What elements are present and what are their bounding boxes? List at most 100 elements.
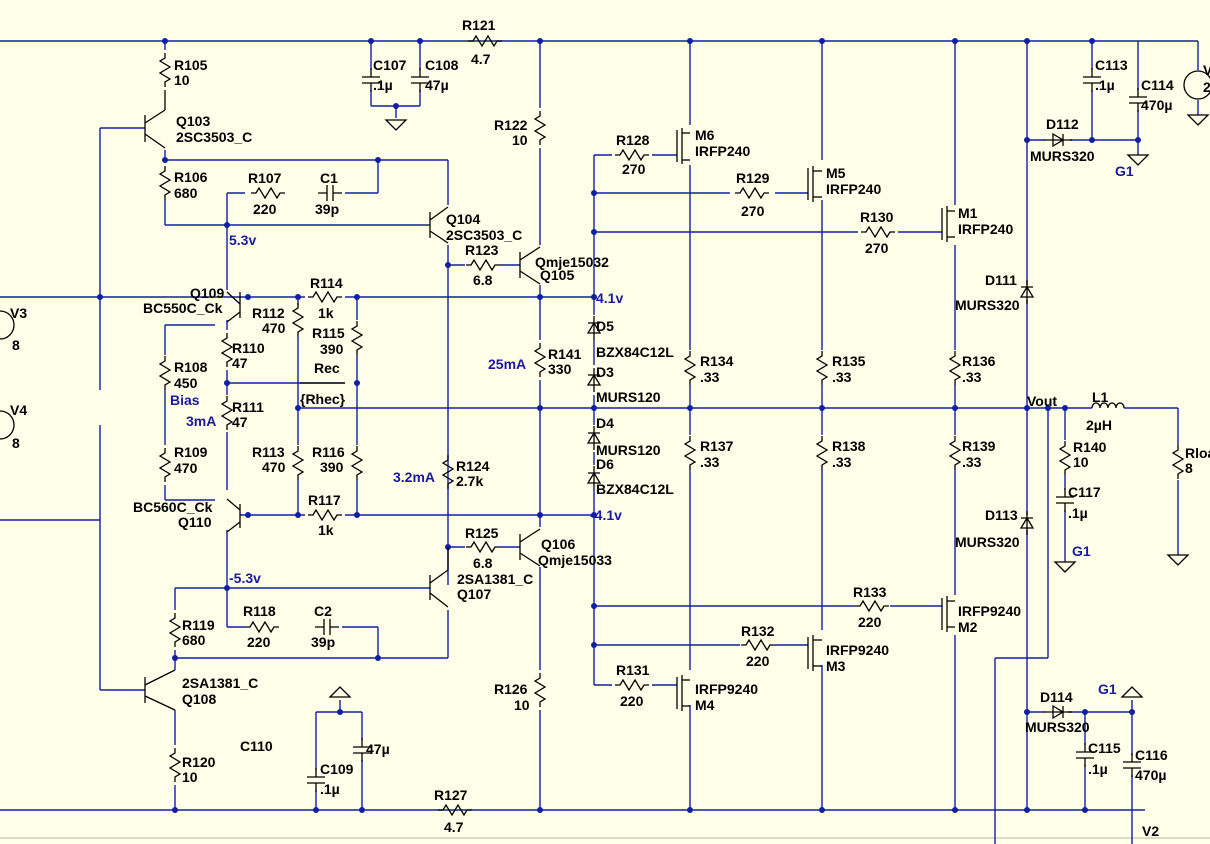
label-c117-value: .1µ	[1068, 505, 1088, 521]
resistor-r125[interactable]	[465, 541, 501, 553]
resistor-r131[interactable]	[614, 679, 650, 691]
resistor-r123[interactable]	[465, 259, 501, 271]
label-r127-ref: R127	[434, 787, 468, 803]
label-r130-value: 270	[865, 240, 889, 256]
label-r133-ref: R133	[853, 584, 887, 600]
transistor-q110[interactable]	[226, 498, 241, 533]
label-c110-value: 47µ	[366, 741, 390, 757]
label-q105-ref: Q105	[540, 267, 574, 283]
resistor-r135[interactable]	[816, 350, 828, 386]
label-r133-value: 220	[858, 614, 882, 630]
resistor-r109[interactable]	[159, 447, 171, 483]
resistor-r136[interactable]	[949, 350, 961, 386]
label-q103-value: 2SC3503_C	[176, 129, 252, 145]
resistor-r129[interactable]	[734, 187, 770, 199]
label-r111-value: 47	[232, 414, 248, 430]
resistor-r127[interactable]	[437, 804, 473, 816]
transistor-q103[interactable]	[144, 90, 166, 149]
resistor-r113[interactable]	[292, 445, 304, 481]
diode-d112[interactable]	[1043, 133, 1073, 147]
transistor-q107[interactable]	[429, 547, 449, 608]
resistor-rload[interactable]	[1172, 444, 1184, 480]
resistor-r107[interactable]	[250, 187, 286, 199]
resistor-r110[interactable]	[221, 332, 233, 368]
label-r113-ref: R113	[252, 444, 285, 460]
label-q107-ref: Q107	[457, 586, 491, 602]
mosfet-m4[interactable]	[676, 675, 690, 711]
resistor-r139[interactable]	[949, 435, 961, 471]
resistor-r133[interactable]	[854, 600, 890, 612]
label-r139-value: .33	[962, 454, 982, 470]
transistor-q108[interactable]	[144, 669, 176, 711]
resistor-r120[interactable]	[169, 747, 181, 783]
mosfet-m3[interactable]	[807, 635, 822, 671]
resistor-r128[interactable]	[614, 149, 650, 161]
voltage-source-v3[interactable]	[0, 310, 15, 340]
net-label-neg-4v1: -4.1v	[590, 507, 622, 523]
label-c116-ref: C116	[1135, 747, 1168, 763]
resistor-r140[interactable]	[1059, 440, 1071, 476]
label-r137-ref: R137	[700, 438, 734, 454]
resistor-r138[interactable]	[816, 435, 828, 471]
label-r137-value: .33	[700, 454, 720, 470]
resistor-r115[interactable]	[351, 320, 363, 356]
label-v4-ref: V4	[10, 402, 27, 418]
resistor-r114[interactable]	[307, 291, 343, 303]
label-r109-ref: R109	[174, 444, 208, 460]
label-q103-ref: Q103	[176, 113, 210, 129]
resistor-r106[interactable]	[159, 165, 171, 201]
label-r132-ref: R132	[741, 623, 775, 639]
ground-symbol	[1054, 561, 1076, 573]
mosfet-m2[interactable]	[941, 596, 955, 632]
transistor-q109[interactable]	[226, 291, 241, 323]
capacitor-c1[interactable]	[317, 184, 343, 202]
resistor-r124[interactable]	[442, 454, 454, 490]
label-r122-value: 10	[512, 132, 528, 148]
resistor-r112[interactable]	[292, 302, 304, 338]
voltage-source-v1[interactable]	[1183, 70, 1210, 100]
resistor-r105[interactable]	[159, 52, 171, 88]
label-q104-value: 2SC3503_C	[446, 227, 522, 243]
inductor-l1[interactable]	[1091, 402, 1125, 409]
voltage-source-v4[interactable]	[0, 410, 15, 440]
mosfet-m5[interactable]	[807, 166, 822, 202]
transistor-q104[interactable]	[429, 206, 449, 244]
label-c117-ref: C117	[1068, 484, 1101, 500]
diode-d114[interactable]	[1043, 705, 1073, 719]
ground-symbol	[329, 686, 351, 698]
resistor-r119[interactable]	[169, 612, 181, 648]
resistor-r117[interactable]	[307, 509, 343, 521]
resistor-r134[interactable]	[684, 350, 696, 386]
diode-d113[interactable]	[1020, 510, 1034, 536]
transistor-q106[interactable]	[519, 528, 541, 567]
resistor-r111[interactable]	[221, 395, 233, 431]
label-c2-value: 39p	[311, 634, 335, 650]
mosfet-m1[interactable]	[941, 206, 955, 242]
label-r114-value: 1k	[318, 305, 334, 321]
label-r115-ref: R115	[312, 325, 345, 341]
resistor-r121[interactable]	[467, 35, 503, 47]
resistor-r132[interactable]	[740, 639, 776, 651]
label-m5-ref: M5	[826, 165, 846, 181]
label-rec-value: {Rhec}	[300, 391, 346, 407]
label-m2-value: IRFP9240	[958, 603, 1021, 619]
transistor-q105[interactable]	[519, 246, 541, 285]
resistor-r122[interactable]	[534, 110, 546, 146]
mosfet-m6[interactable]	[676, 128, 690, 164]
resistor-r126[interactable]	[534, 672, 546, 708]
label-r122-ref: R122	[494, 117, 528, 133]
net-label-g1: G1	[1115, 163, 1134, 179]
net-label-g1: G1	[1072, 543, 1091, 559]
capacitor-c2[interactable]	[314, 618, 340, 636]
resistor-r137[interactable]	[684, 435, 696, 471]
label-c109-value: .1µ	[320, 781, 340, 797]
diode-d111[interactable]	[1020, 279, 1034, 305]
resistor-r108[interactable]	[159, 355, 171, 391]
resistor-r118[interactable]	[244, 621, 280, 633]
label-r111-ref: R111	[232, 399, 264, 415]
resistor-r116[interactable]	[351, 445, 363, 481]
label-r134-ref: R134	[700, 353, 734, 369]
resistor-r130[interactable]	[860, 226, 896, 238]
label-v3-value: 8	[12, 337, 20, 353]
resistor-r141[interactable]	[534, 342, 546, 378]
